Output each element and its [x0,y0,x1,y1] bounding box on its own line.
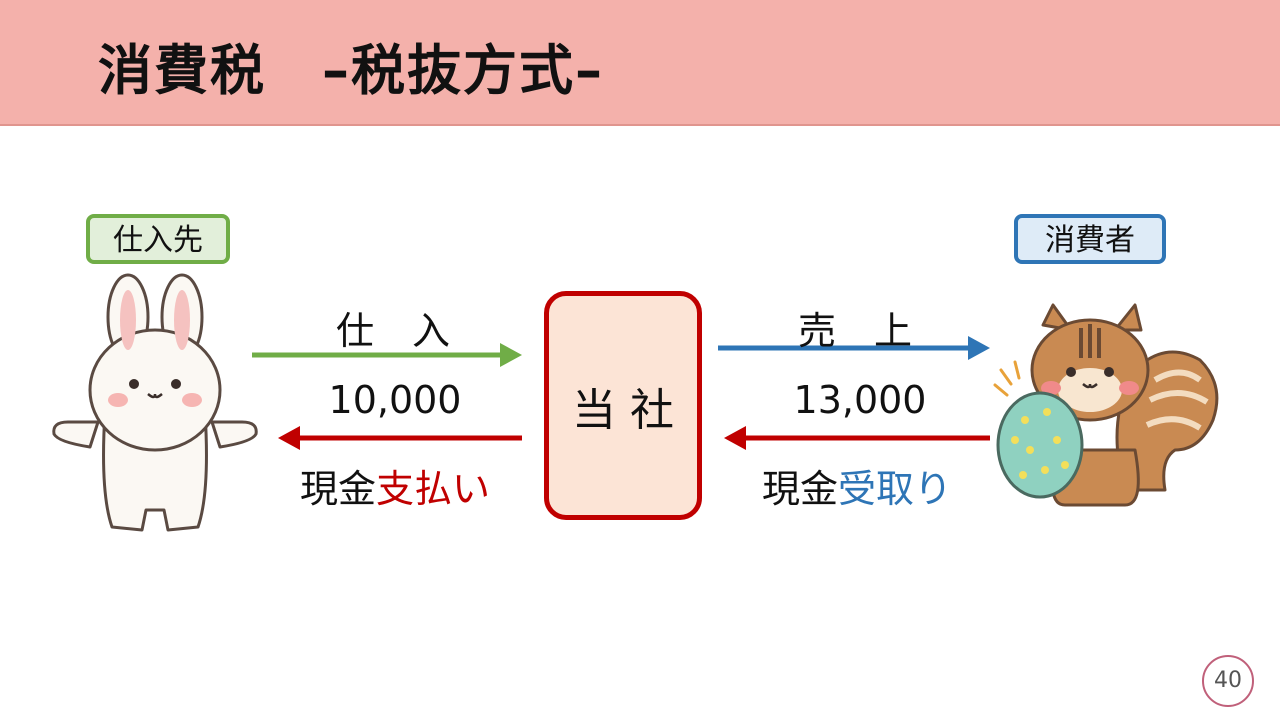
arrow-left-icon [278,426,300,450]
arrow-right-icon [500,343,522,367]
page-number: 40 [1202,655,1254,707]
sales-amount: 13,000 [793,378,927,422]
sales-label: 売 上 [797,309,912,353]
payment-arrow [278,426,522,450]
receipt-cash-prefix: 現金 [761,467,838,511]
consumer-tag: 消費者 [1014,214,1166,264]
purchase-label: 仕 入 [335,309,450,353]
payment-label: 現金支払い [280,458,510,513]
arrow-right-icon [968,336,990,360]
receipt-action: 受取り [838,467,953,511]
arrow-left-icon [724,426,746,450]
company-box: 当 社 [544,291,702,520]
supplier-tag: 仕入先 [86,214,230,264]
payment-action: 支払い [376,467,491,511]
receipt-label: 現金受取り [742,458,972,513]
payment-cash-prefix: 現金 [299,467,376,511]
squirrel-illustration [993,303,1219,507]
company-label: 当 社 [572,384,674,436]
receipt-arrow [724,426,990,450]
sales-arrow [718,336,990,360]
purchase-amount: 10,000 [328,378,462,422]
header-bar: 消費税 –税抜方式– [0,0,1280,126]
page-title: 消費税 –税抜方式– [98,39,604,102]
purchase-arrow [252,343,522,367]
rabbit-illustration [52,273,258,532]
